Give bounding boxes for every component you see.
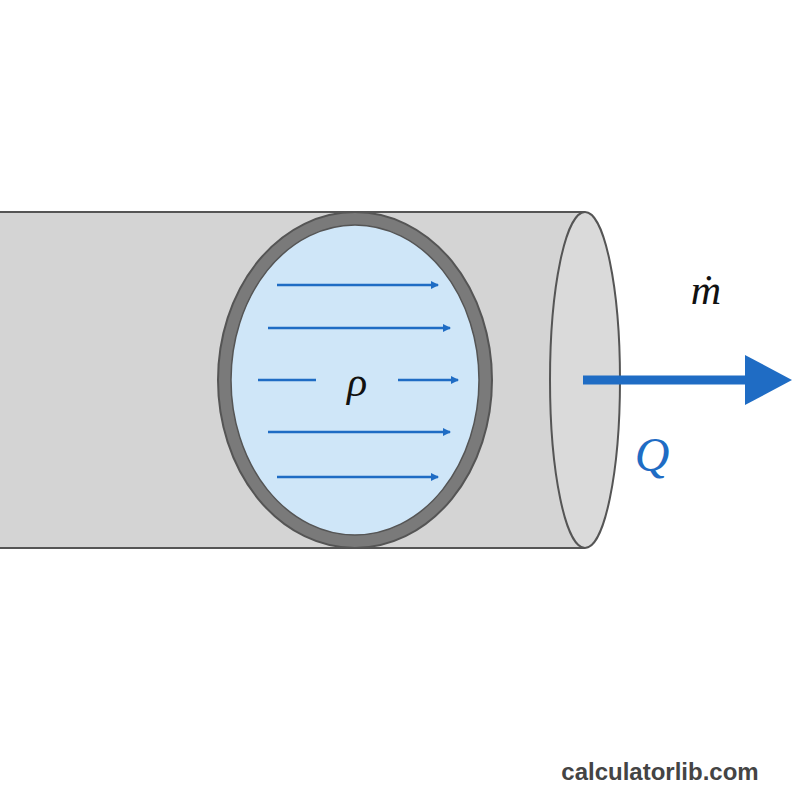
volume-flow-symbol: Q — [635, 431, 670, 479]
flow-arrows — [258, 285, 458, 477]
pipe-body — [0, 212, 585, 548]
watermark: calculatorlib.com — [561, 760, 758, 784]
section-wall — [218, 212, 492, 548]
pipe-edge — [0, 211, 585, 213]
outflow-arrow — [583, 376, 752, 385]
pipe-edge — [0, 547, 585, 549]
density-symbol: ρ — [347, 361, 367, 403]
mass-flow-symbol: ṁ — [691, 269, 721, 311]
outflow-arrowhead — [745, 355, 792, 405]
fluid-section — [231, 225, 479, 535]
